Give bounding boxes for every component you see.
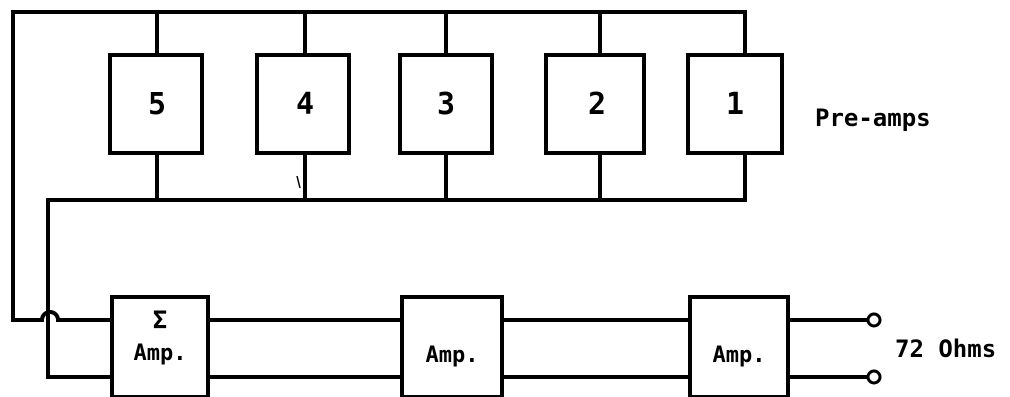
output-impedance-label: 72 Ohms (895, 335, 996, 363)
preamp-label-5: 5 (148, 87, 166, 122)
preamp-box-4 (255, 53, 351, 155)
collection-bus-wire (46, 198, 747, 379)
preamps-caption: Pre-amps (815, 104, 931, 132)
preamp-box-5 (108, 53, 204, 155)
amp-3-label: Amp. (713, 343, 766, 368)
amp-2-box (400, 295, 504, 397)
stray-mark (296, 175, 301, 189)
summing-symbol: Σ (153, 306, 167, 334)
output-terminal-bottom (866, 369, 882, 385)
left-feedback-wire (11, 10, 44, 322)
amp-3-box (688, 295, 790, 397)
preamp-label-4: 4 (296, 87, 314, 122)
preamp-box-2 (544, 53, 646, 155)
preamp-box-1 (686, 53, 784, 155)
preamp-label-2: 2 (588, 87, 606, 122)
preamp-label-3: 3 (437, 87, 455, 122)
amp-2-label: Amp. (426, 343, 479, 368)
summing-amp-box (110, 295, 210, 397)
summing-amp-label: Amp. (134, 341, 187, 366)
preamp-box-3 (398, 53, 494, 155)
output-terminal-top (866, 312, 882, 328)
preamp-label-1: 1 (726, 87, 744, 122)
